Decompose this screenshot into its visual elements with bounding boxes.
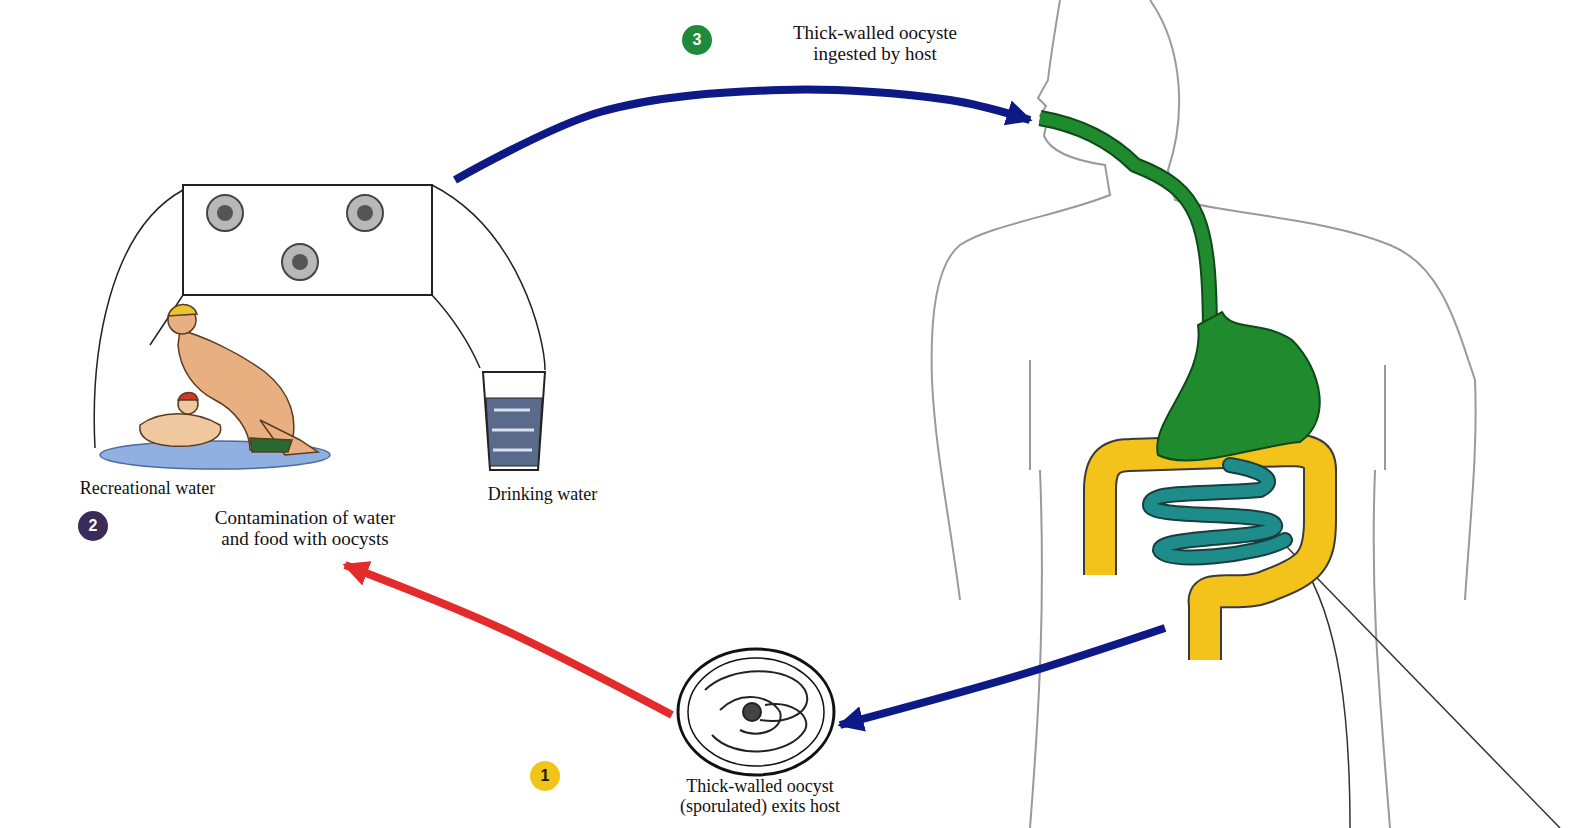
oocyst-core: [292, 254, 308, 270]
stage-text: Thick-walled oocyste ingested by host: [760, 22, 990, 65]
oocyst-small: [347, 195, 383, 231]
cycle-arrow: [455, 90, 1030, 180]
cycle-arrow: [345, 565, 672, 715]
picture-caption: Drinking water: [440, 484, 645, 504]
callout-circle: [682, 25, 712, 55]
leader-line: [1285, 545, 1560, 828]
stomach: [1157, 312, 1320, 461]
host-outline: [932, 0, 1476, 828]
small-intestine-outline: [1150, 465, 1285, 557]
oocyst-core: [217, 205, 233, 221]
callout-circle: [78, 511, 108, 541]
oocyst-wall: [678, 649, 834, 775]
stage-node: Thick-walled oocyste ingested by host: [1030, 90, 1520, 628]
leader-line: [1300, 560, 1350, 828]
esophagus: [1040, 118, 1210, 340]
callout-number: 1: [530, 761, 560, 791]
sporozoite: [720, 697, 781, 734]
oocyst-small: [207, 195, 383, 280]
arm-line: [1384, 365, 1386, 470]
glass-highlight: [492, 410, 534, 450]
colon-outline: [1100, 450, 1320, 660]
sporozoites: [705, 671, 807, 751]
sporozoite: [705, 671, 807, 721]
stage-node: Contamination of water and food with ooc…: [10, 180, 650, 565]
arm-line: [1029, 360, 1031, 470]
callout-number: 2: [78, 511, 108, 541]
child-body: [140, 414, 221, 447]
oocyst-small: [207, 195, 243, 231]
callout-circle: [530, 761, 560, 791]
glass-water: [486, 398, 542, 466]
child-cap: [178, 393, 198, 401]
picture-caption: Recreational water: [15, 478, 280, 498]
swimmer-trunks: [250, 438, 292, 452]
stage-node: Thick-walled oocyst (sporulated) exits h…: [672, 648, 840, 776]
cycle-arrow: [840, 628, 1165, 725]
callout-number: 3: [682, 25, 712, 55]
stage-text: Thick-walled oocyst (sporulated) exits h…: [650, 776, 870, 816]
torso-line: [1374, 470, 1390, 828]
bracket-lines: [94, 185, 545, 448]
sample-box: [183, 185, 432, 295]
bracket-line: [432, 295, 480, 368]
bracket-line: [432, 185, 545, 370]
residual-body: [743, 703, 761, 721]
drinking-glass: [483, 372, 545, 470]
torso-line: [1030, 470, 1042, 828]
stage-text: Contamination of water and food with ooc…: [200, 507, 410, 550]
small-intestine: [1150, 465, 1285, 557]
swimmer-hair: [168, 304, 197, 316]
oocyst-inner-wall: [688, 658, 824, 766]
esophagus-outline: [1040, 118, 1210, 340]
colon: [1100, 450, 1320, 660]
oocyst-small: [282, 244, 318, 280]
swimmer-figure: [140, 304, 318, 455]
oocyst-core: [357, 205, 373, 221]
